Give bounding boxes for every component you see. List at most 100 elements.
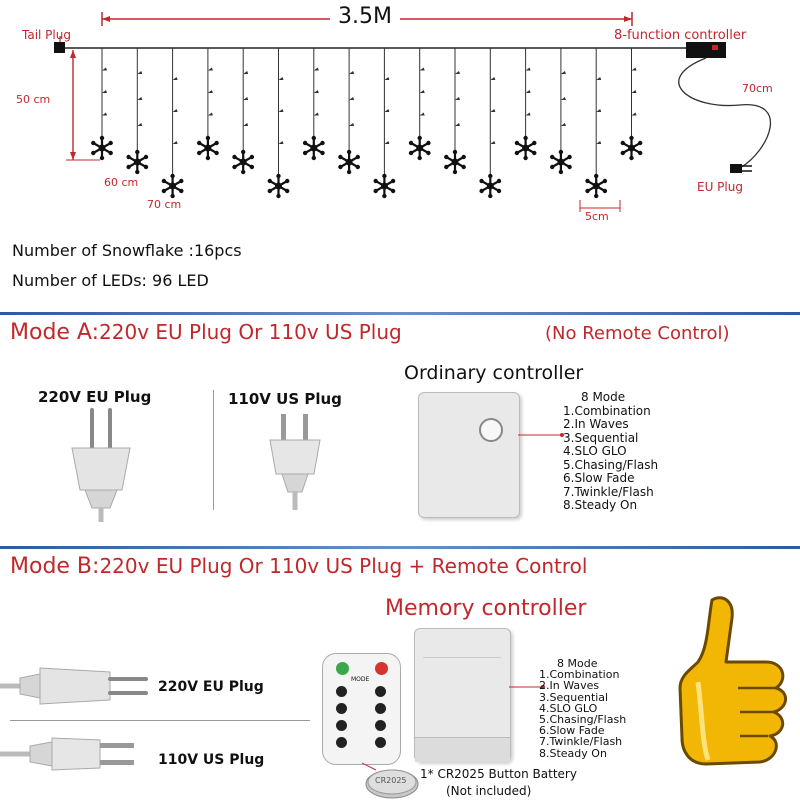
- mode-b-title: Mode B:220v EU Plug Or 110v US Plug + Re…: [10, 554, 587, 579]
- mode-a-mode-item: 5.Chasing/Flash: [563, 457, 659, 472]
- remote-button[interactable]: [336, 686, 347, 697]
- snowflake-icon: [301, 134, 326, 162]
- mode-b-us-label: 110V US Plug: [158, 752, 265, 768]
- led-bulb: [384, 77, 390, 80]
- tail-plug-label: Tail Plug: [22, 28, 71, 42]
- led-bulb: [419, 67, 425, 71]
- remote-control-icon[interactable]: MODE: [322, 653, 401, 765]
- led-bulb: [207, 112, 213, 116]
- led-bulb: [207, 90, 213, 93]
- memory-controller-title: Memory controller: [385, 596, 587, 621]
- led-bulb: [278, 77, 284, 80]
- led-bulb: [384, 141, 390, 144]
- ordinary-controller-title: Ordinary controller: [404, 362, 584, 384]
- remote-button[interactable]: [375, 703, 386, 714]
- snowflake-icon: [266, 172, 291, 200]
- led-bulb: [455, 71, 460, 74]
- remote-button[interactable]: [336, 737, 347, 748]
- snowflake-icon: [89, 134, 115, 162]
- us-plug-icon: [0, 737, 134, 771]
- mode-b-mode-item: 2.In Waves: [539, 679, 600, 693]
- mode-b-mode-list: 8 Mode 1.Combination 2.In Waves 3.Sequen…: [539, 658, 626, 759]
- led-bulb: [455, 97, 460, 100]
- led-bulb: [207, 67, 213, 71]
- mode-a-mode-item: 1.Combination: [563, 403, 651, 418]
- mode-b-eu-label: 220V EU Plug: [158, 679, 264, 695]
- remote-mode-label: MODE: [351, 676, 370, 683]
- remote-off-button[interactable]: [375, 662, 388, 675]
- led-bulb: [313, 90, 319, 93]
- led-bulb: [631, 90, 637, 93]
- snowflake-icon: [584, 172, 609, 200]
- cable-length-label: 70cm: [742, 82, 773, 95]
- mode-b-mode-item: 1.Combination: [539, 668, 620, 682]
- led-bulb: [349, 123, 355, 126]
- led-bulb: [243, 71, 249, 74]
- led-bulb: [596, 109, 602, 112]
- led-bulb: [102, 67, 107, 71]
- led-bulb: [560, 71, 566, 74]
- led-bulb: [102, 112, 107, 116]
- remote-button[interactable]: [375, 686, 386, 697]
- snowflake-icon: [160, 172, 185, 200]
- mode-b-mode-item: 8.Steady On: [539, 746, 607, 760]
- mode-a-rule: [0, 312, 800, 315]
- mode-b-mode-item: 5.Chasing/Flash: [539, 713, 627, 727]
- remote-on-button[interactable]: [336, 662, 349, 675]
- led-bulb: [490, 141, 496, 144]
- led-bulb: [102, 90, 107, 93]
- controller-mode-button[interactable]: [479, 418, 503, 442]
- mode-a-eu-label: 220V EU Plug: [38, 388, 152, 406]
- drop-70-label: 70 cm: [147, 198, 182, 211]
- snowflake-icon: [231, 148, 256, 176]
- remote-button[interactable]: [336, 703, 347, 714]
- remote-button[interactable]: [336, 720, 347, 731]
- led-bulb: [455, 123, 460, 126]
- remote-button[interactable]: [375, 737, 386, 748]
- led-bulb: [278, 109, 284, 112]
- mode-b-rule: [0, 546, 800, 549]
- mode-a-divider: [213, 390, 214, 510]
- led-bulb: [525, 67, 531, 71]
- snowflake-icon: [548, 148, 573, 176]
- snowflake-icon: [443, 148, 467, 176]
- led-bulb: [278, 141, 284, 144]
- snowflake-icon: [337, 148, 362, 176]
- controller-connector: [415, 737, 510, 762]
- mode-b-title-rest: 220v EU Plug Or 110v US Plug + Remote Co…: [99, 554, 588, 578]
- snowflake-icon: [619, 134, 644, 162]
- mode-a-us-label: 110V US Plug: [228, 390, 342, 408]
- eu-plug-icon: [0, 667, 148, 705]
- thumbs-up-icon: [678, 596, 787, 766]
- led-bulb: [419, 90, 425, 93]
- width-label: 3.5M: [330, 4, 400, 29]
- height-label: 50 cm: [16, 93, 51, 106]
- mode-a-title: Mode A:220v EU Plug Or 110v US Plug: [10, 320, 402, 345]
- battery-note: (Not included): [446, 784, 532, 798]
- battery-coin-text: CR2025: [375, 776, 407, 785]
- led-bulb: [490, 77, 496, 80]
- curtain-diagram-svg: [54, 12, 772, 212]
- led-bulb: [313, 112, 319, 116]
- led-bulb: [525, 112, 531, 116]
- controller-label: 8-function controller: [614, 28, 747, 43]
- mode-b-mode-item: 6.Slow Fade: [539, 724, 605, 738]
- mode-b-divider: [10, 720, 310, 721]
- remote-button[interactable]: [375, 720, 386, 731]
- led-count: Number of LEDs: 96 LED: [12, 271, 209, 290]
- mode-a-modes-heading: 8 Mode: [581, 390, 626, 404]
- snowflake-icon: [195, 134, 220, 162]
- mode-a-prefix: Mode A:: [10, 320, 100, 345]
- led-bulb: [172, 109, 178, 112]
- controller-panel-line: [423, 657, 501, 658]
- snowflake-icon: [513, 134, 538, 162]
- mode-b-mode-item: 3.Sequential: [539, 690, 609, 704]
- snowflake-icon: [372, 172, 397, 200]
- memory-controller-box: [414, 628, 511, 762]
- led-bulb: [631, 112, 637, 116]
- led-bulb: [137, 123, 143, 126]
- snowflake-icon: [478, 172, 503, 200]
- led-bulb: [172, 77, 178, 80]
- gap-label: 5cm: [585, 210, 609, 223]
- led-bulb: [596, 141, 602, 144]
